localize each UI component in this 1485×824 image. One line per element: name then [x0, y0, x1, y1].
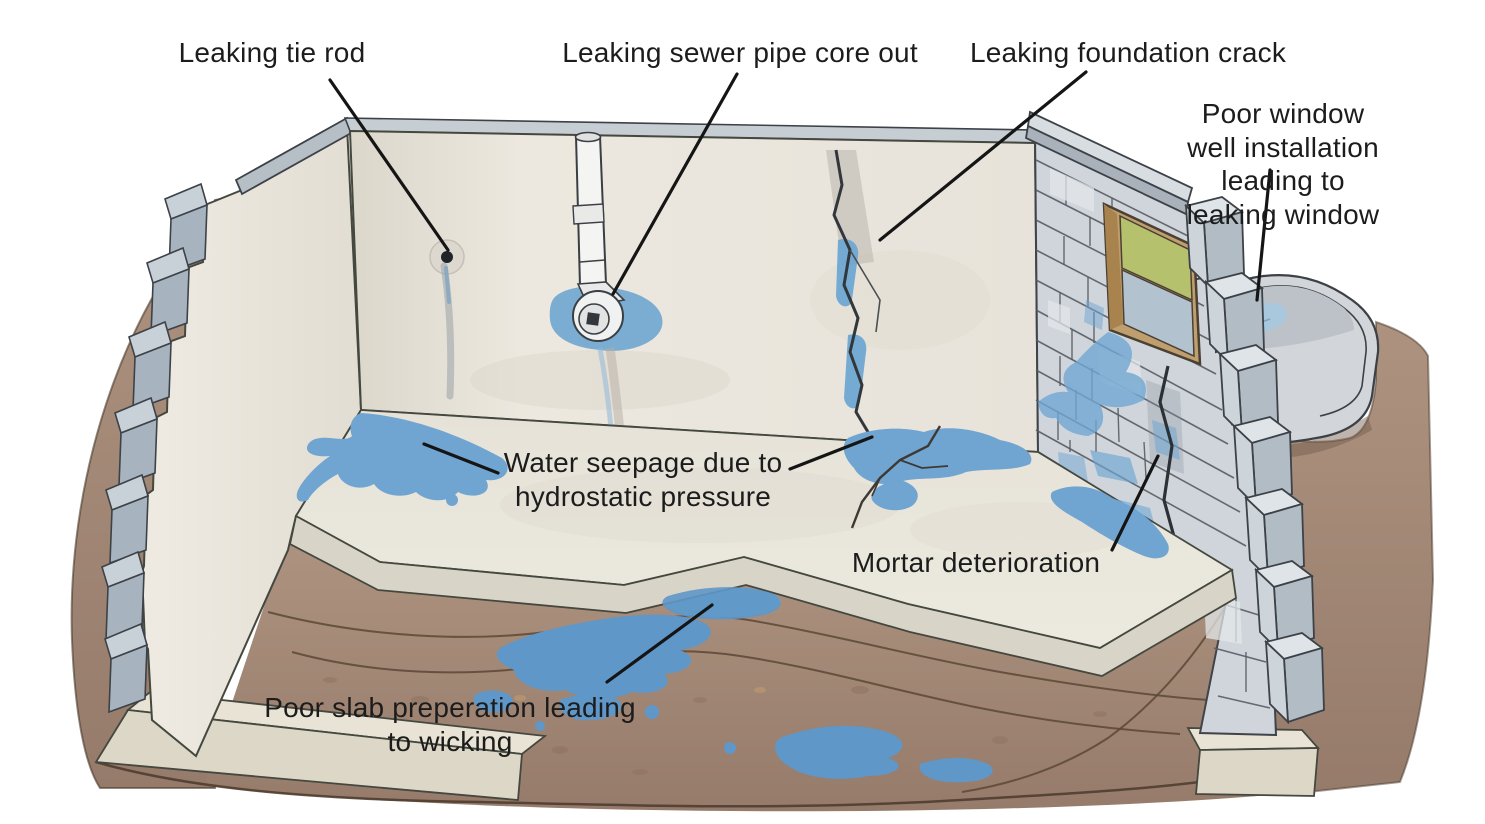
- leader-foundation-crack: [878, 70, 1088, 242]
- sewer-pipe: [549, 131, 663, 471]
- soil-water-under-slab-edge: [662, 587, 781, 620]
- soil-speckles: [323, 677, 1107, 775]
- leader-sewer-pipe: [611, 72, 739, 296]
- leader-mortar: [1110, 454, 1160, 552]
- soil-strata-lines: [95, 595, 1309, 808]
- block-wall-cap: [1025, 110, 1194, 216]
- footing-right: [1186, 727, 1320, 797]
- leader-window-well: [1255, 168, 1272, 302]
- leader-slab-preparation: [605, 603, 714, 684]
- floor-crack: [850, 425, 949, 529]
- leader-tie-rod: [328, 78, 450, 252]
- window-pane-lower: [1121, 268, 1195, 358]
- floor-water-at-block-wall: [1050, 486, 1169, 559]
- basement-window: [1102, 201, 1202, 366]
- leader-water-seepage-left: [422, 442, 500, 475]
- leader-lines: [328, 70, 1272, 684]
- slab-edge-face: [288, 514, 1237, 677]
- tie-rod-hole: [429, 239, 465, 400]
- window-well-interior: [1244, 285, 1354, 348]
- window-pane-upper: [1119, 214, 1193, 302]
- foundation-crack: [826, 149, 881, 433]
- leader-water-seepage-right: [788, 435, 874, 471]
- floor-water-center: [843, 428, 1032, 511]
